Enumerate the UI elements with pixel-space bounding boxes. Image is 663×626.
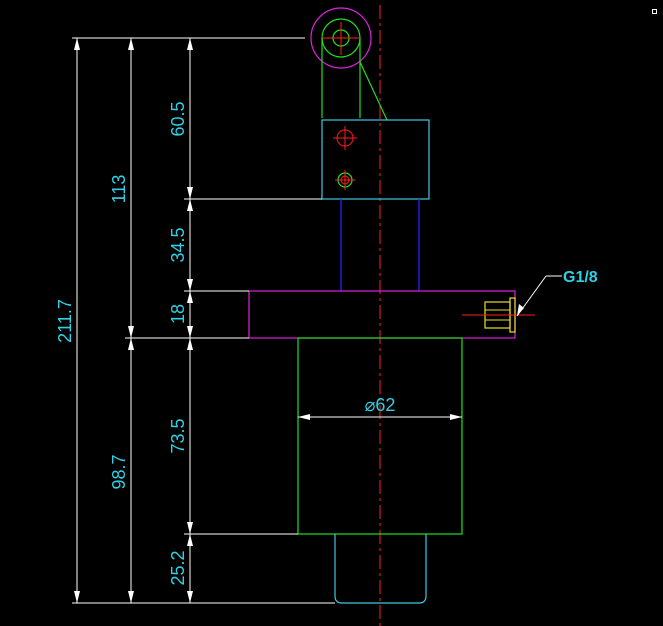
dim-body-height: 73.5 [168, 418, 188, 453]
dimension-lines [74, 38, 462, 603]
dim-lower-height: 98.7 [109, 454, 129, 489]
bracket-hole-upper [333, 126, 357, 150]
dim-body-diameter: ⌀62 [365, 395, 396, 415]
port-callout-leader [516, 275, 562, 317]
base-cap [334, 534, 427, 604]
extension-lines [72, 37, 335, 604]
bracket-hole-lower [335, 170, 355, 190]
port-callout-label: G1/8 [563, 269, 598, 286]
port-fitting [462, 297, 535, 333]
bracket-block [321, 119, 430, 200]
dim-total-height: 211.7 [55, 299, 75, 343]
dim-base-height: 25.2 [168, 550, 188, 585]
dim-rod-height: 34.5 [168, 227, 188, 262]
dim-clevis-height: 60.5 [168, 101, 188, 136]
piston-rod [340, 199, 420, 291]
cylinder-body [297, 337, 463, 535]
dim-flange-height: 18 [168, 304, 188, 324]
clevis-arm [321, 38, 388, 121]
dim-upper-height: 113 [109, 175, 129, 204]
clevis-eye [310, 7, 372, 69]
viewport-corner-marker [652, 9, 657, 14]
